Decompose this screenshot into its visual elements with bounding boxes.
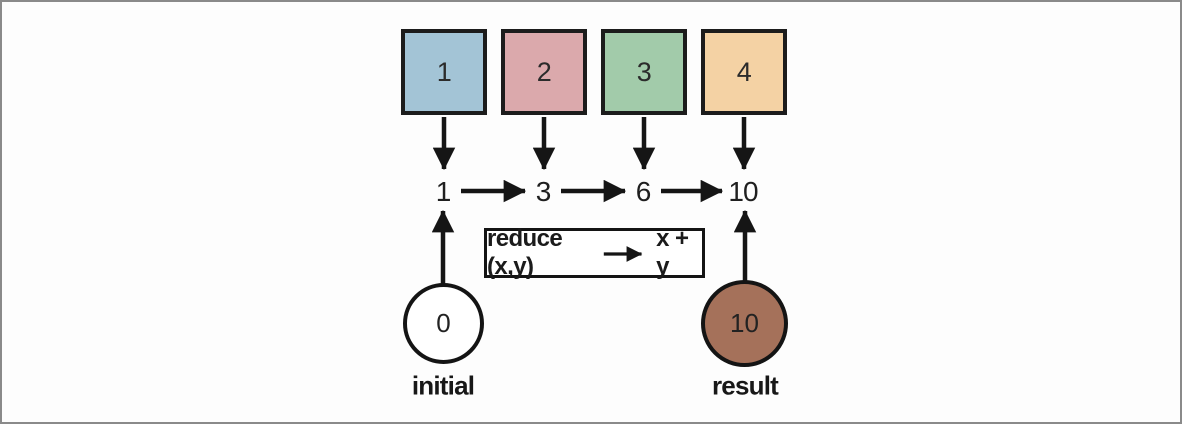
reduce-operation-label: reduce (x,y) x + y [484,225,705,280]
input-box-2-value: 2 [536,56,552,87]
initial-value-circle: 0 [403,283,484,364]
accumulator-value-2: 3 [535,176,552,207]
input-box-4: 4 [701,29,787,115]
maps-to-arrow-icon [604,246,643,262]
reduce-expression-text: x + y [656,225,689,280]
reduce-function-text: reduce (x,y) [487,225,563,280]
accumulator-value-4: 10 [728,176,758,207]
initial-value: 0 [436,308,451,338]
input-box-1: 1 [401,29,487,115]
accumulator-value-3: 6 [635,176,652,207]
accumulator-value-1: 1 [435,176,452,207]
result-caption: result [711,370,779,401]
result-value-circle: 10 [701,280,788,367]
input-box-1-value: 1 [436,56,452,87]
input-box-2: 2 [501,29,587,115]
input-box-3: 3 [601,29,687,115]
input-box-3-value: 3 [636,56,652,87]
result-value: 10 [730,308,759,338]
input-box-4-value: 4 [736,56,752,87]
initial-caption: initial [411,370,475,401]
